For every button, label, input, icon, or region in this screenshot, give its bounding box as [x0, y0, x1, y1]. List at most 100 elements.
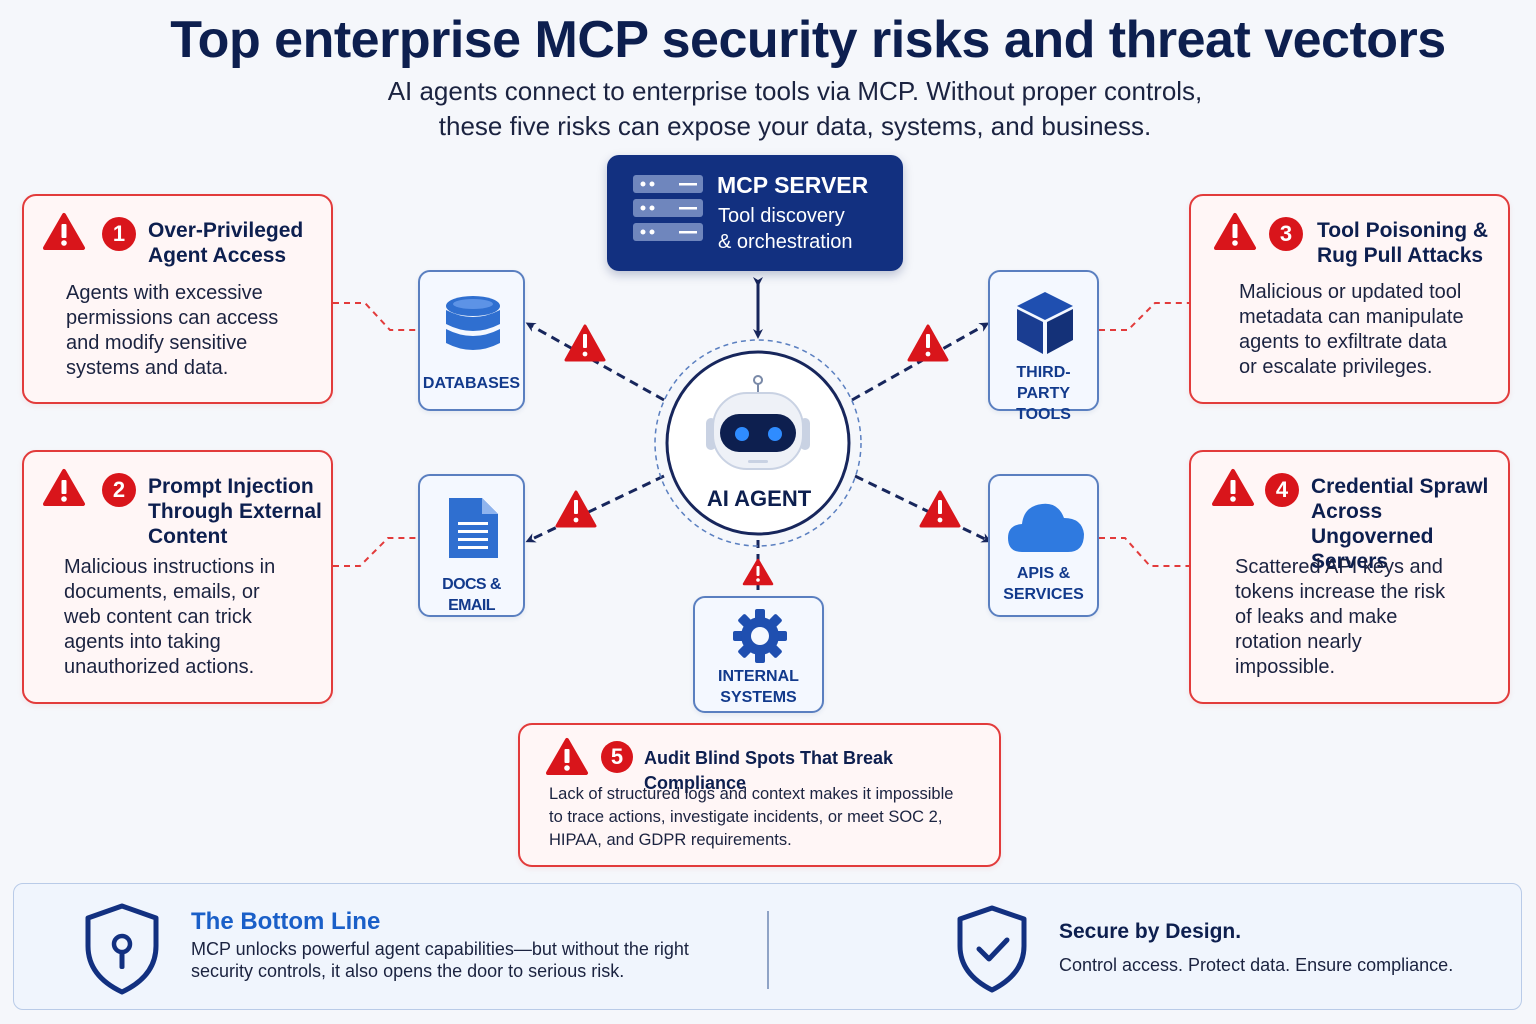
internal-label-line: SYSTEMS: [720, 689, 797, 706]
third-party-label-line: TOOLS: [1016, 406, 1071, 423]
database-icon: [446, 296, 500, 350]
risk-desc-line: rotation nearly: [1235, 631, 1362, 653]
warning-triangle-icon: [43, 469, 85, 506]
risk-desc-line: agents to exfiltrate data: [1239, 331, 1447, 353]
risk-desc-line: Malicious instructions in: [64, 556, 276, 578]
risk2-connector: [333, 537, 418, 567]
risk-desc-line: Lack of structured logs and context make…: [549, 785, 954, 803]
risk-title-line: Through External: [148, 500, 322, 523]
divider: [767, 911, 769, 989]
risk-desc-line: documents, emails, or: [64, 581, 260, 603]
bottom-line-panel: The Bottom Line MCP unlocks powerful age…: [13, 883, 1522, 1010]
risk-desc-line: HIPAA, and GDPR requirements.: [549, 831, 792, 849]
warning-triangle-icon: [555, 490, 597, 528]
risk-title: Audit Blind Spots That Break Compliance: [644, 748, 894, 793]
risk-card-2: 2 Prompt Injection Through External Cont…: [22, 450, 333, 704]
subtitle-line: AI agents connect to enterprise tools vi…: [387, 76, 1203, 106]
server-rack-icon: [633, 175, 703, 241]
risk-number: 2: [102, 473, 136, 507]
third-party-tools-node: THIRD-PARTY TOOLS: [988, 270, 1099, 423]
risk-title-line: Servers: [1311, 550, 1389, 573]
risk-description: Lack of structured logs and context make…: [549, 783, 953, 852]
risk-title-line: Agent Access: [148, 244, 287, 267]
agent-thirdparty-link: [851, 322, 990, 402]
mcp-server-desc-line: Tool discovery: [718, 205, 845, 227]
risk-description: Malicious instructions in documents, ema…: [64, 555, 275, 680]
risk-desc-line: and modify sensitive: [66, 332, 248, 354]
databases-label: DATABASES: [422, 375, 521, 392]
risk-title-line: Rug Pull Attacks: [1317, 244, 1484, 267]
bottom-line-title: The Bottom Line: [191, 908, 381, 935]
docs-email-label: DOCS & EMAIL: [442, 576, 501, 614]
apis-services-node: APIS & SERVICES: [988, 474, 1099, 617]
cloud-icon: [1008, 503, 1084, 552]
risk-description: Agents with excessive permissions can ac…: [66, 281, 278, 381]
risk-title-line: Prompt Injection: [148, 475, 314, 498]
risk-title-line: Over-Privileged: [148, 219, 304, 242]
warning-triangle-icon: [907, 324, 949, 362]
cube-icon: [1017, 292, 1073, 354]
mcp-server-desc-line: & orchestration: [718, 231, 853, 253]
warning-triangle-icon: [919, 490, 961, 528]
apis-label-line: SERVICES: [1003, 586, 1084, 603]
warning-triangle-icon: [564, 324, 606, 362]
risk-card-3: 3 Tool Poisoning & Rug Pull Attacks Mali…: [1189, 194, 1510, 404]
risk-desc-line: of leaks and make: [1235, 606, 1398, 628]
gear-icon: [733, 609, 787, 663]
risk-desc-line: tokens increase the risk: [1235, 581, 1446, 603]
ai-agent-label: AI AGENT: [706, 486, 812, 511]
risk-title-line: Across Ungoverned: [1311, 500, 1434, 548]
third-party-label-line: THIRD-PARTY: [1016, 364, 1071, 402]
apis-label-line: APIS &: [1016, 565, 1071, 582]
risk1-connector: [333, 302, 418, 331]
agent-apis-link: [854, 474, 992, 543]
risk3-connector: [1099, 302, 1189, 331]
risk-desc-line: Malicious or updated tool: [1239, 281, 1462, 303]
robot-icon: [706, 375, 810, 470]
page-title: Top enterprise MCP security risks and th…: [170, 11, 1446, 69]
risk-desc-line: to trace actions, investigate incidents,…: [549, 808, 943, 826]
mcp-server-desc: Tool discovery & orchestration: [718, 203, 853, 255]
warning-triangle-icon: [742, 558, 774, 586]
bottom-line-body: MCP unlocks powerful agent capabilities—…: [191, 939, 689, 981]
docs-email-node: DOCS & EMAIL: [418, 474, 525, 617]
warning-triangle-icon: [1214, 213, 1256, 250]
risk-title: Over-Privileged Agent Access: [148, 218, 303, 268]
risk-number: 5: [601, 741, 633, 773]
risk-title: Prompt Injection Through External Conten…: [148, 474, 322, 549]
secure-by-design-body: Control access. Protect data. Ensure com…: [1059, 955, 1454, 975]
risk-title: Credential Sprawl Across Ungoverned Serv…: [1311, 474, 1508, 574]
risk-number: 4: [1265, 473, 1299, 507]
document-icon: [449, 498, 498, 558]
risk-desc-line: metadata can manipulate: [1239, 306, 1464, 328]
risk-desc-line: permissions can access: [66, 307, 279, 329]
risk-desc-line: agents into taking: [64, 631, 221, 653]
third-party-label: THIRD-PARTY TOOLS: [990, 362, 1097, 425]
warning-triangle-icon: [546, 738, 588, 775]
risk-title-line: Credential Sprawl: [1311, 475, 1489, 498]
risk-desc-line: Agents with excessive: [66, 282, 263, 304]
risk-desc-line: impossible.: [1235, 656, 1336, 678]
shield-keyhole-icon: [85, 903, 159, 995]
shield-check-icon: [957, 905, 1027, 993]
page-subtitle: AI agents connect to enterprise tools vi…: [0, 74, 1536, 144]
risk-description: Malicious or updated tool metadata can m…: [1239, 280, 1464, 380]
subtitle-line: these five risks can expose your data, s…: [438, 111, 1152, 141]
agent-docs-link: [525, 474, 665, 543]
internal-label-line: INTERNAL: [718, 668, 799, 685]
risk-title-line: Content: [148, 525, 228, 548]
mcp-server-box: MCP SERVER Tool discovery & orchestratio…: [607, 155, 903, 271]
agent-outer-ring: [654, 339, 862, 547]
mcp-server-title: MCP SERVER: [717, 172, 869, 198]
databases-node: DATABASES: [418, 270, 525, 411]
risk-card-5: 5 Audit Blind Spots That Break Complianc…: [518, 723, 1001, 867]
risk-card-4: 4 Credential Sprawl Across Ungoverned Se…: [1189, 450, 1510, 704]
risk-number: 1: [102, 217, 136, 251]
risk-desc-line: unauthorized actions.: [64, 656, 255, 678]
risk-description: Scattered API keys and tokens increase t…: [1235, 555, 1445, 680]
internal-systems-label: INTERNAL SYSTEMS: [695, 666, 822, 708]
risk-title-line: Tool Poisoning &: [1317, 219, 1489, 242]
internal-systems-node: INTERNAL SYSTEMS: [693, 596, 824, 713]
